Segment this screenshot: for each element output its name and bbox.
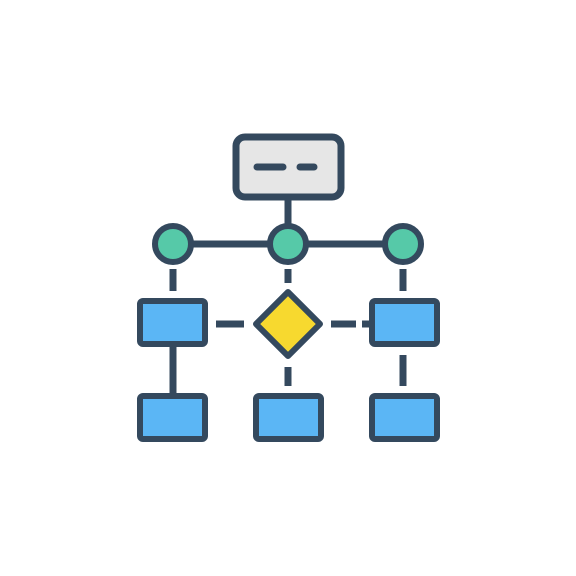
- connector-node-center: [267, 223, 309, 265]
- process-box-bottom-center: [253, 393, 324, 442]
- connector-node-left: [152, 223, 194, 265]
- connector-lines: [169, 197, 407, 395]
- decision-diamond: [253, 289, 323, 359]
- connector-node-right: [382, 223, 424, 265]
- start-box-shape: [232, 133, 345, 201]
- process-box-left: [137, 298, 208, 347]
- process-box-bottom-left: [137, 393, 208, 442]
- process-box-bottom-right: [369, 393, 440, 442]
- start-box: [232, 133, 345, 201]
- process-box-right: [369, 298, 440, 347]
